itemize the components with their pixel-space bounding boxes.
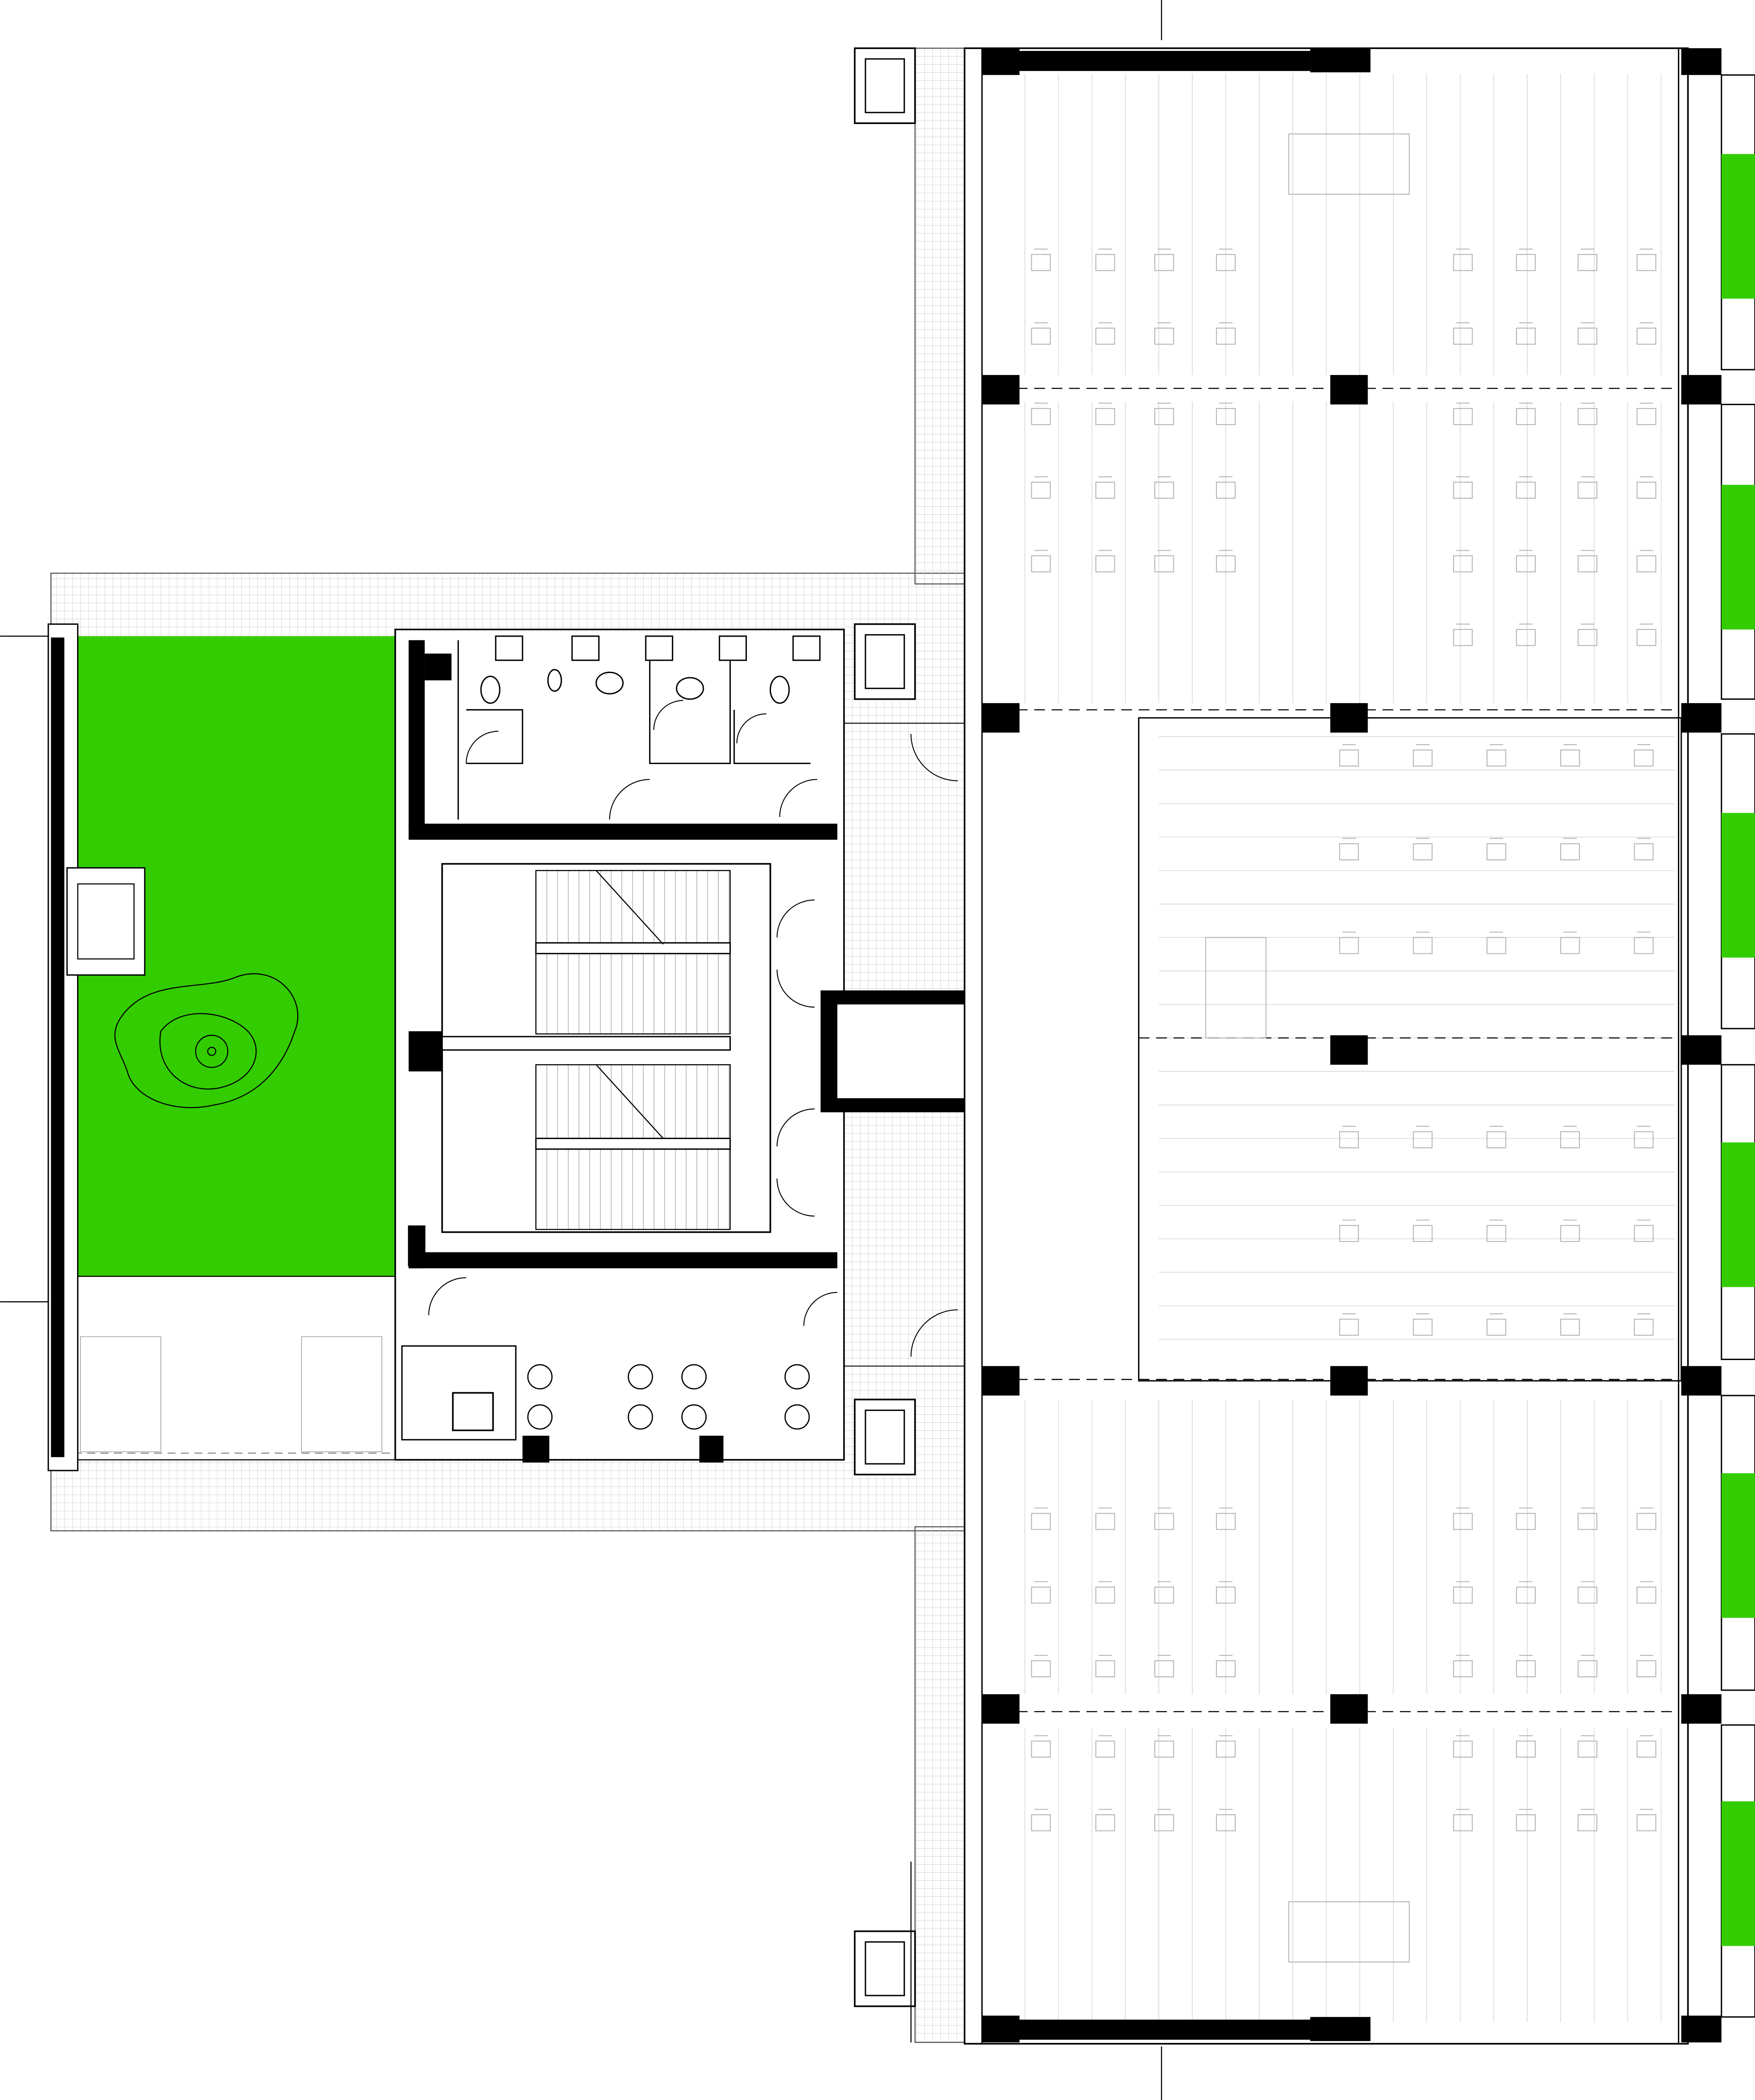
planters <box>1721 74 1755 2018</box>
site-lines <box>0 0 1162 2100</box>
service-core <box>394 629 1016 1463</box>
desk-rows <box>1031 133 1656 1963</box>
classroom-wing <box>964 47 1722 2045</box>
roof-garden <box>47 623 396 1471</box>
